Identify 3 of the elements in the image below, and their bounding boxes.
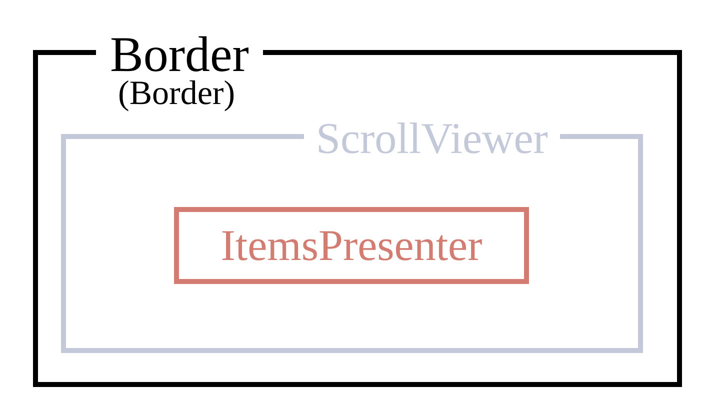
box-title: ItemsPresenter bbox=[220, 224, 482, 268]
box-subtitle: (Border) bbox=[118, 77, 236, 111]
itemspresenter-box bbox=[174, 207, 529, 284]
